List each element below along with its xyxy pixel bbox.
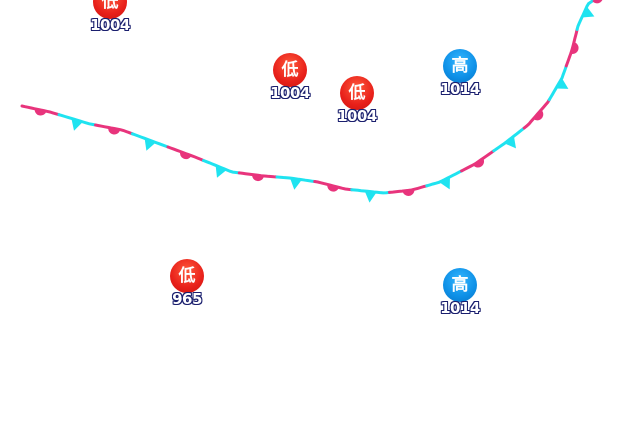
low-pressure-icon: 低 [93, 0, 127, 19]
pressure-value: 1014 [440, 299, 480, 317]
warm-front-segment [522, 98, 551, 130]
cold-front-triangle [581, 6, 595, 18]
warm-front-segment [460, 149, 496, 173]
cold-front-triangle [290, 178, 302, 190]
high-pressure-icon: 高 [443, 49, 477, 83]
low-pressure-center: 低 965 [157, 259, 217, 308]
cold-front-segment [492, 126, 526, 153]
warm-front-segment [564, 28, 579, 68]
cold-front-triangle [144, 138, 156, 151]
cold-front-segment [275, 175, 317, 183]
low-pressure-center: 低 1004 [80, 0, 140, 34]
low-pressure-icon: 低 [170, 259, 204, 293]
warm-front-semicircle [402, 189, 415, 196]
cold-front-triangle [71, 118, 83, 131]
warm-front-semicircle [327, 184, 339, 192]
pressure-value: 1004 [90, 16, 130, 34]
warm-front-segment [94, 123, 134, 136]
low-pressure-icon: 低 [273, 53, 307, 87]
warm-front-semicircle [179, 151, 192, 160]
low-pressure-icon: 低 [340, 76, 374, 110]
pressure-value: 1004 [337, 107, 377, 125]
low-pressure-center: 低 1004 [327, 76, 387, 125]
warm-front-semicircle [592, 0, 603, 4]
cold-front-triangle [364, 191, 377, 203]
pressure-value: 1004 [270, 84, 310, 102]
pressure-value: 965 [172, 290, 202, 308]
warm-front-semicircle [108, 127, 121, 135]
cold-front-triangle [504, 136, 516, 149]
cold-front-triangle [439, 176, 450, 190]
warm-front-semicircle [571, 42, 579, 54]
warm-front-semicircle [34, 108, 47, 116]
warm-front-semicircle [533, 109, 544, 121]
warm-front-semicircle [252, 174, 264, 182]
high-pressure-icon: 高 [443, 268, 477, 302]
cold-front-segment [130, 132, 170, 149]
warm-front-semicircle [473, 158, 485, 168]
low-pressure-center: 低 1004 [260, 53, 320, 102]
pressure-value: 1014 [440, 80, 480, 98]
cold-front-segment [350, 188, 391, 195]
cold-front-triangle [215, 165, 227, 178]
high-pressure-center: 高 1014 [430, 268, 490, 317]
warm-front-segment [313, 180, 354, 192]
high-pressure-center: 高 1014 [430, 49, 490, 98]
cold-front-triangle [555, 78, 569, 89]
